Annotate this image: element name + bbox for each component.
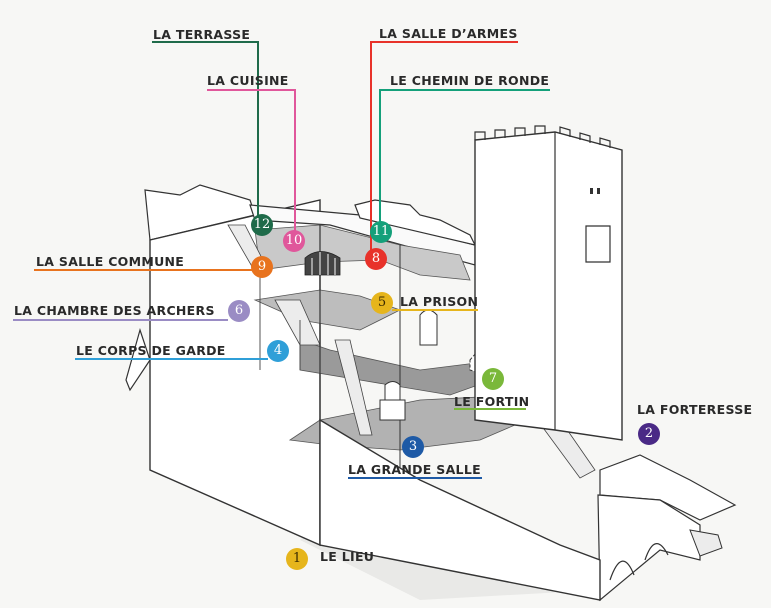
inner-wall-3: [259, 270, 301, 370]
label-chemin-ronde: LE CHEMIN DE RONDE: [390, 73, 550, 88]
label-salle-commune: LA SALLE COMMUNE: [36, 254, 185, 269]
badge-5: 5: [371, 292, 393, 314]
tower-crenels: [474, 125, 611, 148]
label-prison: LA PRISON: [400, 294, 479, 309]
badge-12: 12: [251, 214, 273, 236]
label-forteresse: LA FORTERESSE: [637, 402, 753, 417]
tower-door: [585, 225, 611, 263]
label-fortin: LE FORTIN: [454, 394, 530, 409]
leader-salle-armes: [370, 41, 518, 250]
leader-terrasse: [152, 41, 259, 225]
badge-6: 6: [228, 300, 250, 322]
leader-cuisine: [207, 89, 296, 235]
bridge-arches: [609, 543, 669, 581]
badge-7: 7: [482, 368, 504, 390]
front-wall: [319, 418, 601, 601]
label-terrasse: LA TERRASSE: [153, 27, 251, 42]
label-salle-armes: LA SALLE D’ARMES: [379, 26, 518, 41]
upper-floor: [254, 224, 471, 281]
stairs-middle: [334, 339, 373, 436]
badge-10: 10: [283, 230, 305, 252]
badge-1: 1: [286, 548, 308, 570]
badge-9: 9: [251, 256, 273, 278]
badge-2: 2: [638, 423, 660, 445]
label-lieu: LE LIEU: [320, 549, 375, 564]
badge-3: 3: [402, 436, 424, 458]
badge-11: 11: [370, 221, 392, 243]
well: [379, 381, 406, 421]
badge-4: 4: [267, 340, 289, 362]
prison-arch: [419, 309, 438, 346]
label-cuisine: LA CUISINE: [207, 73, 289, 88]
leader-lines: [13, 41, 550, 479]
leader-chemin-ronde: [379, 89, 550, 225]
label-corps-garde: LE CORPS DE GARDE: [76, 343, 226, 358]
battlements: [354, 199, 477, 246]
bridge-steps: [689, 529, 723, 557]
label-chambre-archers: LA CHAMBRE DES ARCHERS: [14, 303, 215, 318]
barred-window: [304, 251, 341, 276]
label-grande-salle: LA GRANDE SALLE: [348, 462, 481, 477]
badge-8: 8: [365, 248, 387, 270]
